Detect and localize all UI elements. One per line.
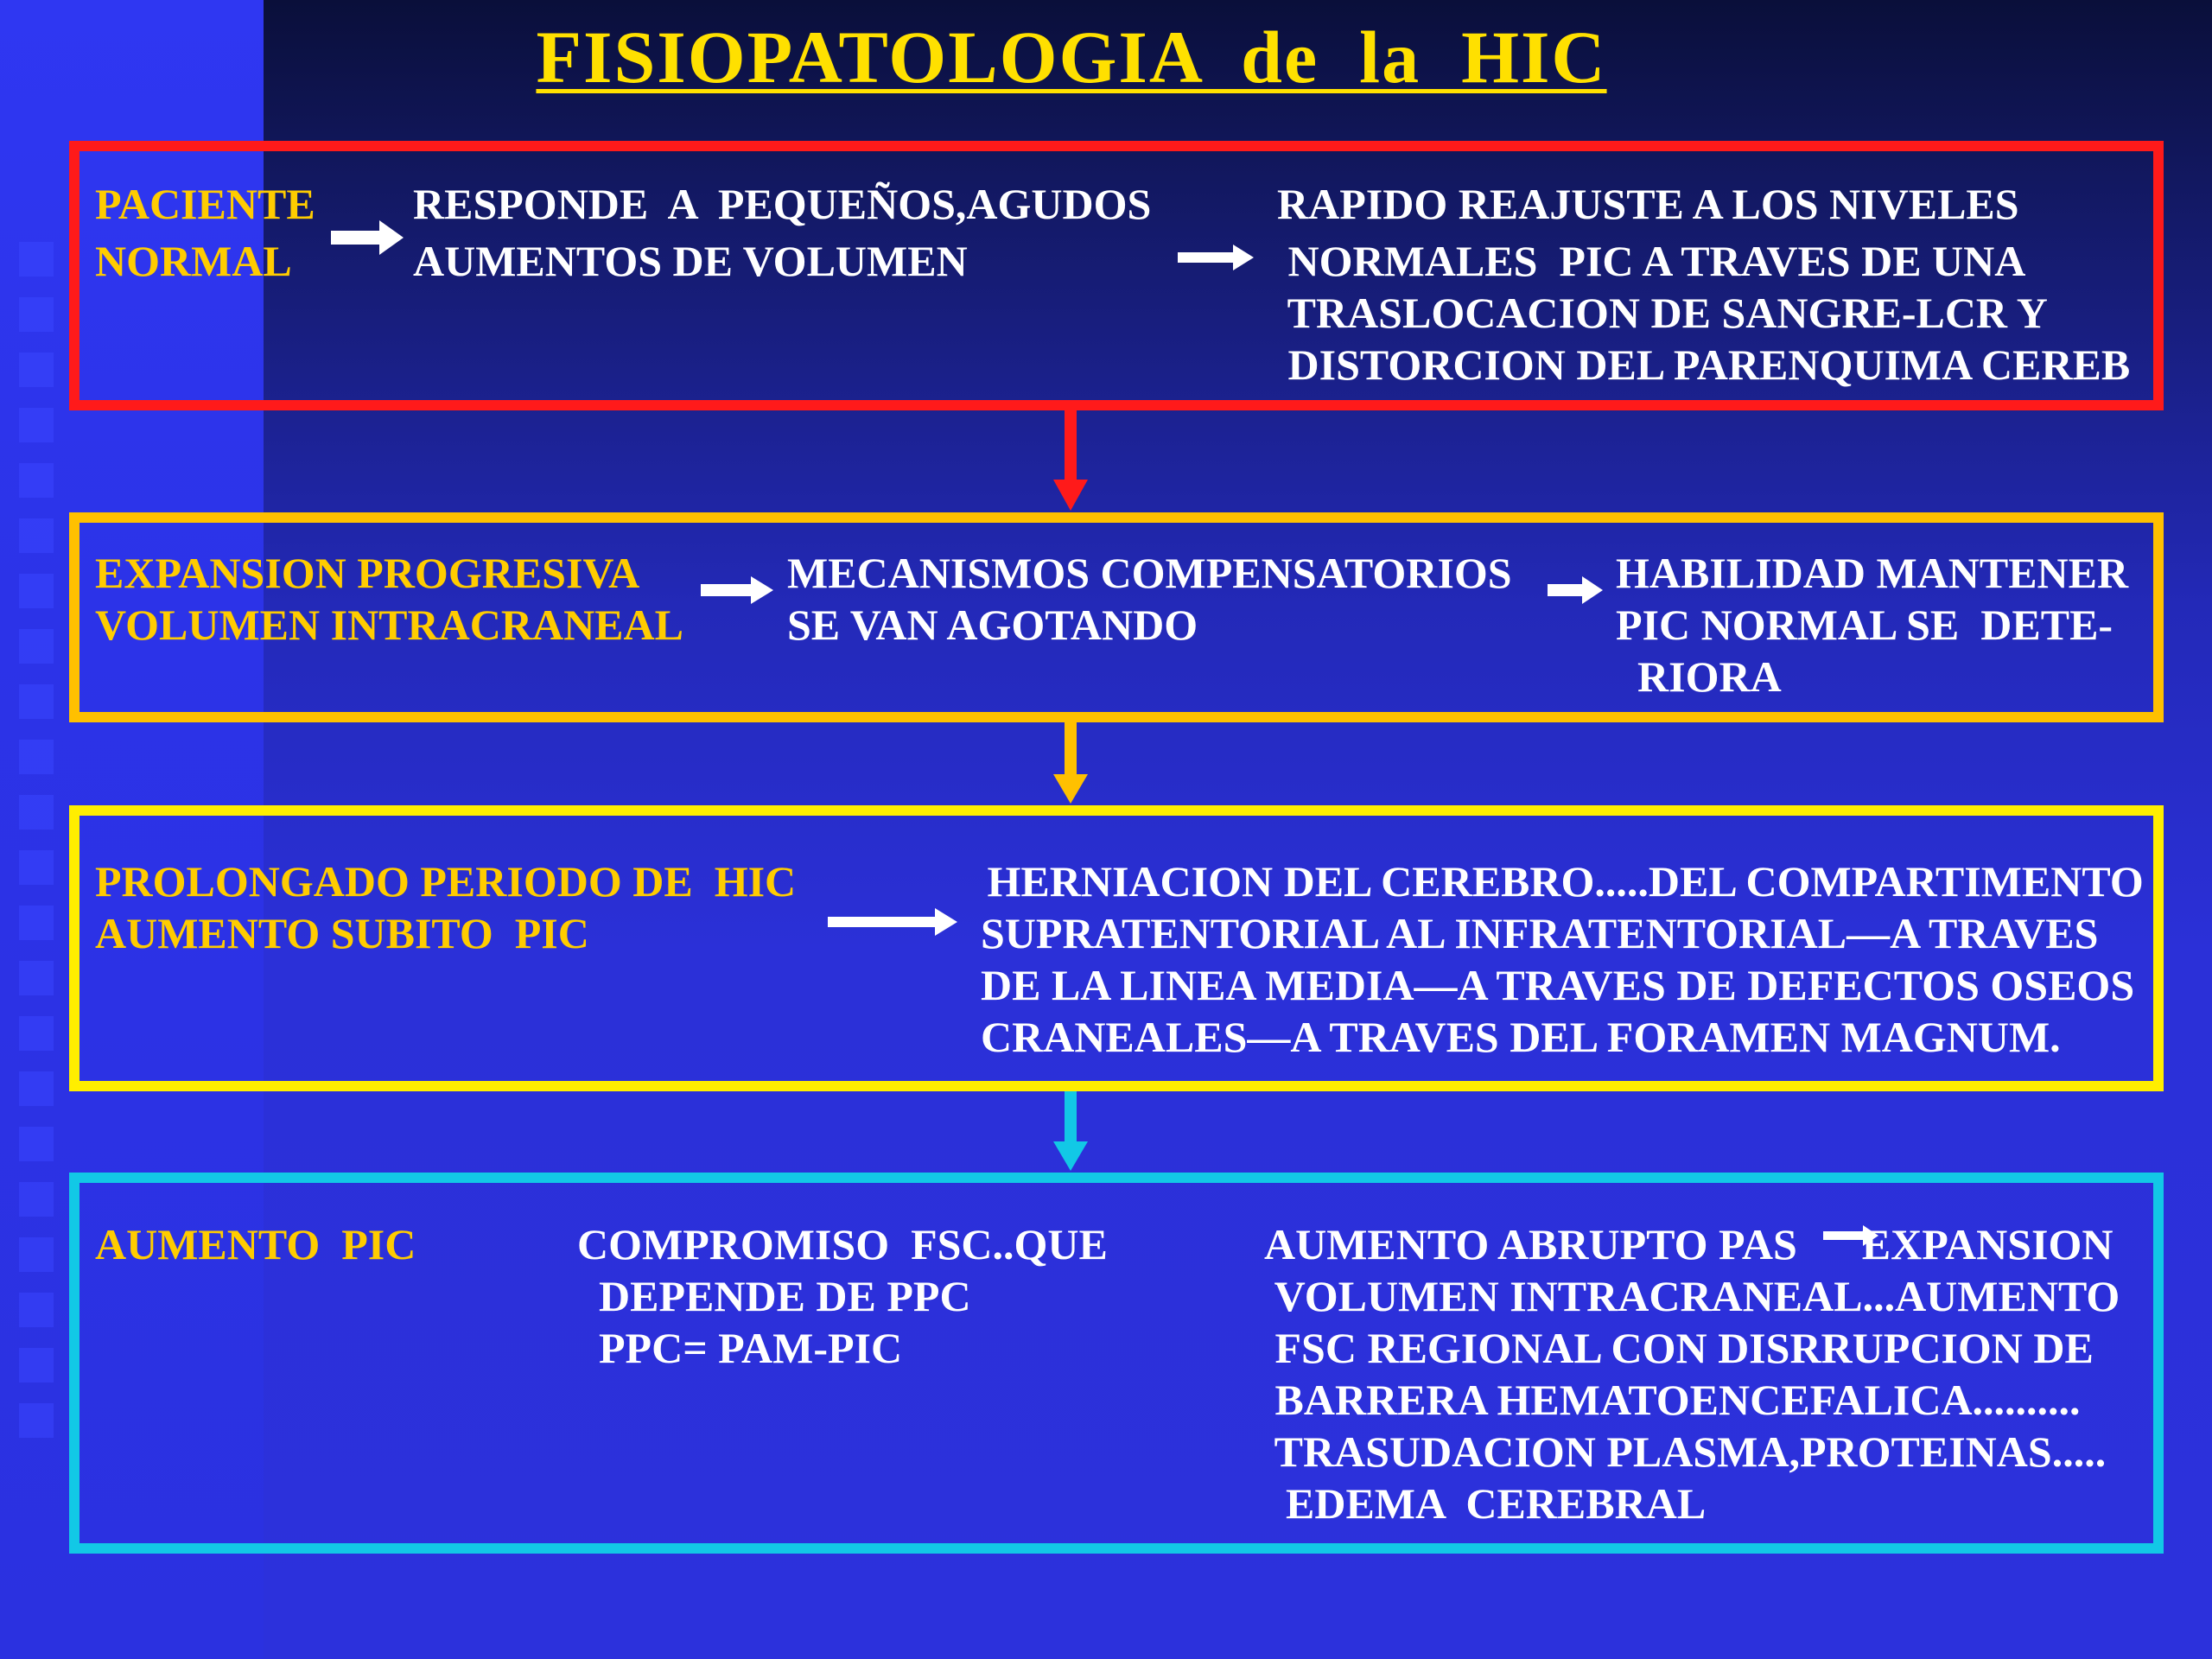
box1-right-line2: NORMALES PIC A TRAVES DE UNA	[1277, 237, 2026, 285]
box3-right-line3: DE LA LINEA MEDIA—A TRAVES DE DEFECTOS O…	[981, 961, 2135, 1009]
box3-right-line1: HERNIACION DEL CEREBRO.....DEL COMPARTIM…	[976, 857, 2144, 906]
right-arrow-icon	[1548, 576, 1603, 604]
box4-right-line6: EDEMA CEREBRAL	[1264, 1479, 1707, 1528]
box3-right-line4: CRANEALES—A TRAVES DEL FORAMEN MAGNUM.	[981, 1013, 2061, 1061]
box3-label-line2: AUMENTO SUBITO PIC	[95, 909, 589, 957]
box1-right-line1: RAPIDO REAJUSTE A LOS NIVELES	[1277, 180, 2019, 228]
box2-right-line2: PIC NORMAL SE DETE-	[1616, 601, 2113, 649]
box3-right-line2: SUPRATENTORIAL AL INFRATENTORIAL—A TRAVE…	[981, 909, 2099, 957]
down-arrow-icon	[1053, 722, 1088, 804]
decorative-squares	[19, 242, 62, 1452]
box2-right-line3: RIORA	[1616, 652, 1782, 701]
box1-label-line1: PACIENTE	[95, 180, 315, 228]
box4-mid-line3: PPC= PAM-PIC	[577, 1324, 903, 1372]
box1-mid-line2: AUMENTOS DE VOLUMEN	[413, 237, 968, 285]
box4-right-line4: BARRERA HEMATOENCEFALICA..........	[1264, 1376, 2081, 1424]
box2-mid-line1: MECANISMOS COMPENSATORIOS	[787, 549, 1512, 597]
box4-right-line5: TRASUDACION PLASMA,PROTEINAS.....	[1264, 1427, 2107, 1476]
page-title: FISIOPATOLOGIA de la HIC	[536, 16, 1607, 99]
right-arrow-icon	[1178, 245, 1254, 270]
box4-label-line1: AUMENTO PIC	[95, 1220, 416, 1268]
right-arrow-icon	[828, 908, 957, 936]
box-progressive-expansion	[69, 512, 2164, 722]
down-arrow-icon	[1053, 410, 1088, 511]
left-panel-background	[0, 0, 264, 1659]
box2-label-line2: VOLUMEN INTRACRANEAL	[95, 601, 683, 649]
box1-mid-line1: RESPONDE A PEQUEÑOS,AGUDOS	[413, 180, 1152, 228]
box4-mid-line2: DEPENDE DE PPC	[577, 1272, 971, 1320]
down-arrow-icon	[1053, 1091, 1088, 1171]
right-arrow-icon	[701, 576, 773, 604]
right-arrow-icon	[1823, 1225, 1878, 1246]
box-increased-pic	[69, 1173, 2164, 1554]
box4-right-line2: VOLUMEN INTRACRANEAL...AUMENTO	[1264, 1272, 2120, 1320]
box2-label-line1: EXPANSION PROGRESIVA	[95, 549, 640, 597]
box1-label-line2: NORMAL	[95, 237, 292, 285]
box2-mid-line2: SE VAN AGOTANDO	[787, 601, 1198, 649]
box4-right-line3: FSC REGIONAL CON DISRRUPCION DE	[1264, 1324, 2094, 1372]
box-prolonged-hic	[69, 805, 2164, 1091]
box-normal-patient	[69, 141, 2164, 410]
box4-mid-line1: COMPROMISO FSC..QUE	[577, 1220, 1108, 1268]
box4-right-line1: AUMENTO ABRUPTO PAS EXPANSION	[1264, 1220, 2113, 1268]
box1-right-line4: DISTORCION DEL PARENQUIMA CEREB	[1277, 340, 2131, 389]
right-arrow-icon	[331, 220, 404, 255]
box1-right-line3: TRASLOCACION DE SANGRE-LCR Y	[1277, 289, 2048, 337]
box3-label-line1: PROLONGADO PERIODO DE HIC	[95, 857, 797, 906]
box2-right-line1: HABILIDAD MANTENER	[1616, 549, 2129, 597]
